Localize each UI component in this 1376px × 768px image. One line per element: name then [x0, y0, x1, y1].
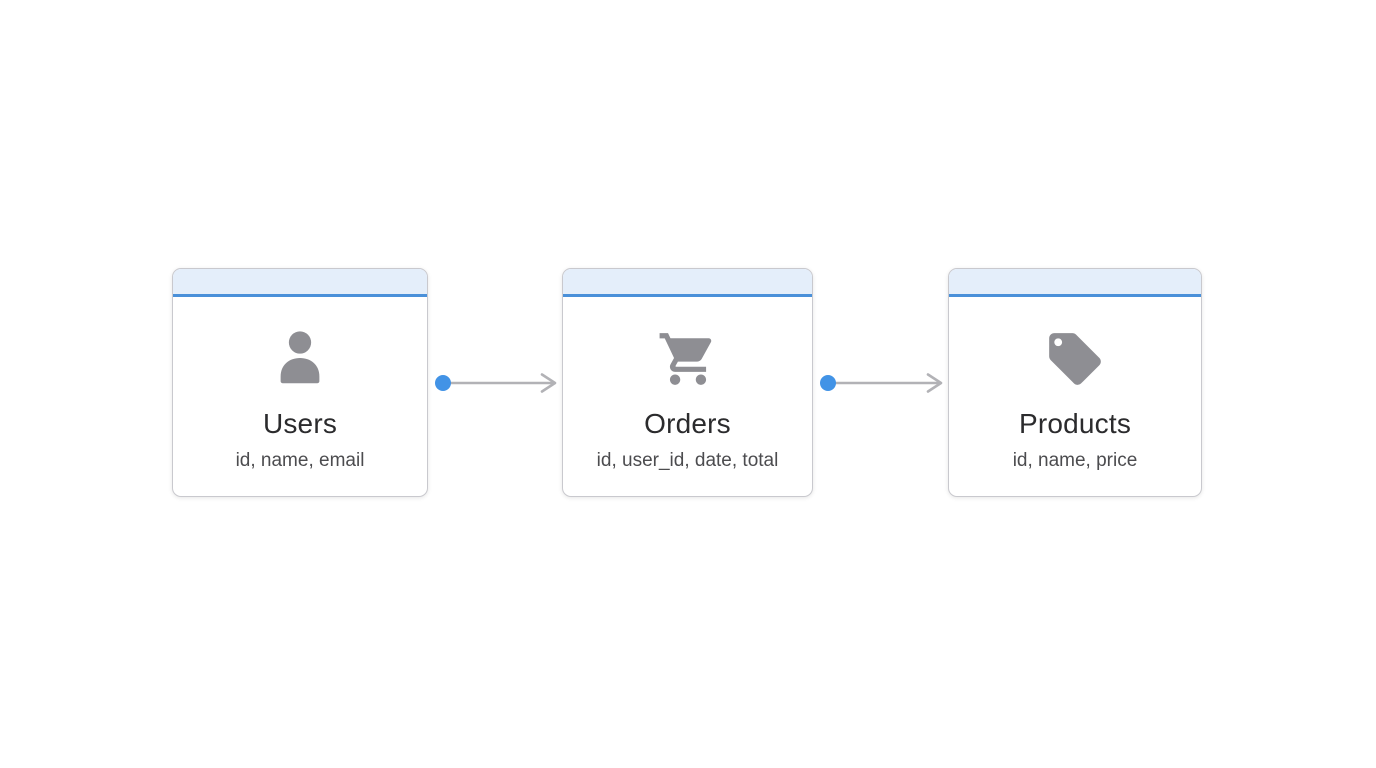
entity-title: Users — [262, 408, 338, 439]
entity-node-products[interactable]: Products id, name, price — [948, 268, 1202, 497]
entity-title: Products — [1018, 408, 1132, 439]
entity-header-bar — [563, 269, 812, 297]
entity-body: Orders id, user_id, date, total — [563, 297, 812, 496]
tag-icon — [1044, 328, 1106, 390]
connection-port-dot[interactable] — [820, 375, 836, 391]
cart-icon — [657, 328, 719, 390]
entity-fields: id, user_id, date, total — [596, 450, 779, 471]
arrowhead-icon — [540, 373, 557, 393]
user-icon — [269, 328, 331, 390]
connection-port-dot[interactable] — [435, 375, 451, 391]
connection-users-orders — [428, 363, 562, 403]
entity-header-bar — [949, 269, 1201, 297]
connection-orders-products — [813, 363, 948, 403]
entity-title: Orders — [644, 408, 731, 439]
arrowhead-icon — [926, 373, 943, 393]
entity-node-orders[interactable]: Orders id, user_id, date, total — [562, 268, 813, 497]
entity-body: Products id, name, price — [949, 297, 1201, 496]
entity-fields: id, name, price — [1012, 450, 1138, 471]
entity-fields: id, name, email — [235, 450, 365, 471]
entity-node-users[interactable]: Users id, name, email — [172, 268, 428, 497]
entity-body: Users id, name, email — [173, 297, 427, 496]
entity-header-bar — [173, 269, 427, 297]
